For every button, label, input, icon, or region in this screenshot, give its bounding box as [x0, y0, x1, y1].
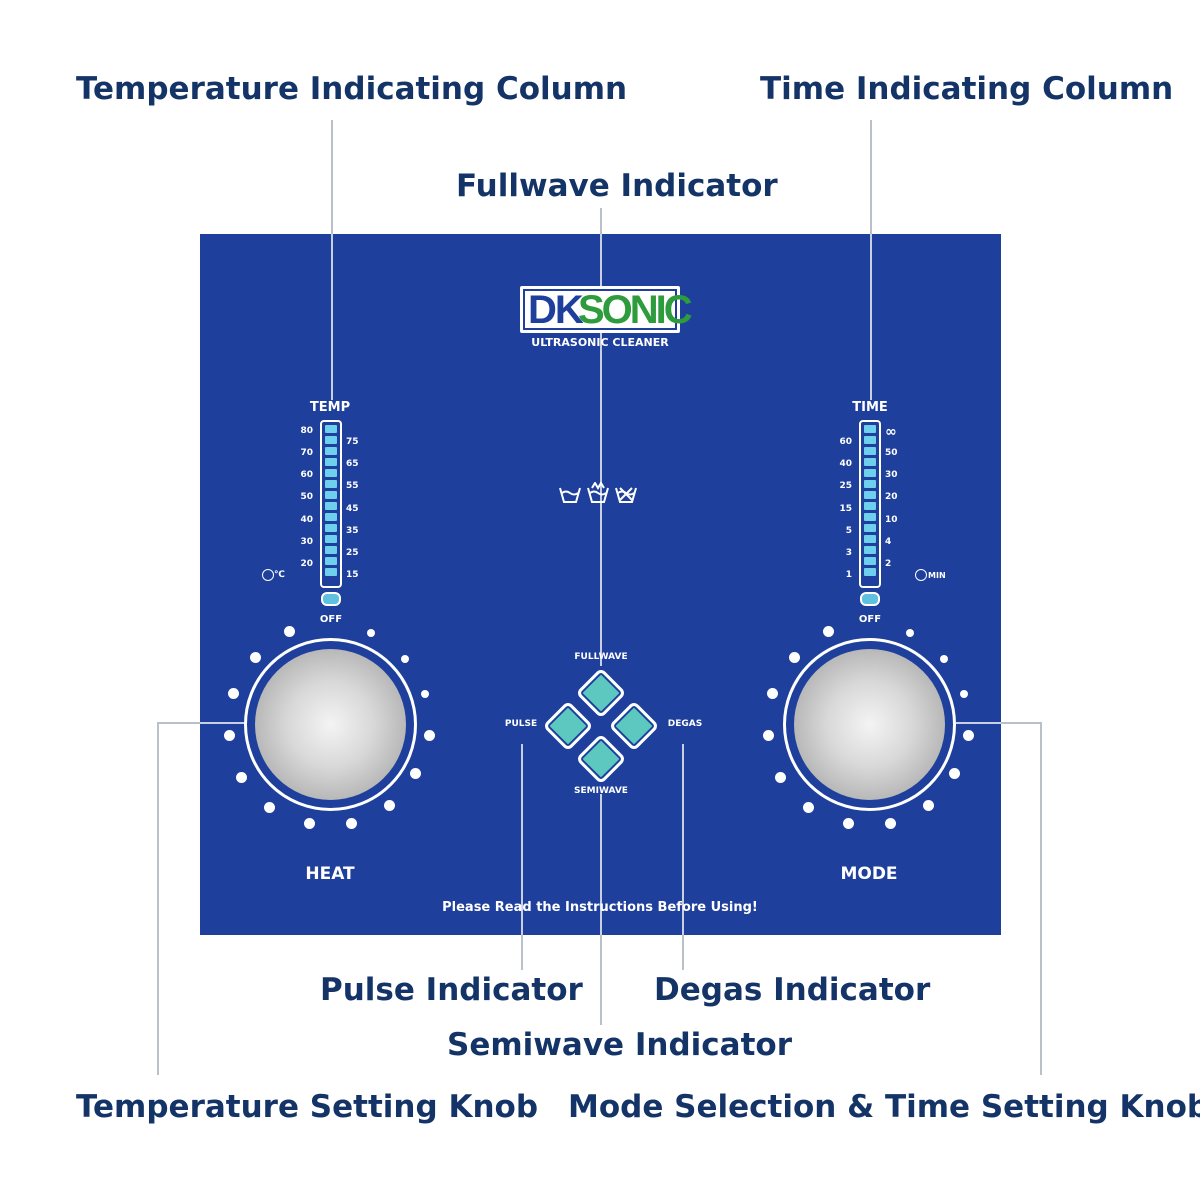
semiwave-label: SEMIWAVE	[574, 786, 628, 796]
temp-tick-50: 50	[300, 492, 313, 502]
time-tick-10: 10	[885, 515, 898, 525]
fullwave-leader	[600, 208, 602, 234]
heat-knob-ring	[244, 638, 417, 811]
mode-knob-leader-vertical	[1040, 722, 1042, 1075]
fullwave-label: FULLWAVE	[574, 652, 628, 662]
basin-icon-3	[615, 487, 637, 503]
temp-tick-20: 20	[300, 559, 313, 569]
brand-logo: DK SONIC	[520, 286, 693, 333]
time-tick-40: 40	[839, 459, 852, 469]
time-indicating-column	[859, 420, 881, 588]
temp-tick-30: 30	[300, 537, 313, 547]
time-column-leader-inner	[870, 234, 872, 400]
time-tick-15: 15	[839, 504, 852, 514]
time-tick-4: 4	[885, 537, 892, 547]
heat-label: HEAT	[305, 864, 355, 884]
temp-knob-callout: Temperature Setting Knob	[76, 1089, 539, 1125]
fullwave-button[interactable]	[575, 667, 627, 719]
temp-tick-75: 75	[346, 437, 359, 447]
temperature-setting-knob[interactable]	[255, 649, 406, 800]
time-unit: MIN	[928, 571, 946, 580]
semiwave-leader-inner	[600, 794, 602, 935]
mode-knob-leader-inner	[956, 722, 1001, 724]
pulse-leader	[521, 935, 523, 970]
temp-tick-55: 55	[346, 481, 359, 491]
temp-off-label: OFF	[319, 614, 343, 625]
degas-leader-inner	[682, 744, 684, 935]
temp-knob-leader-horizontal	[157, 722, 200, 724]
temp-column-leader	[331, 120, 333, 234]
pulse-leader-inner	[521, 744, 523, 935]
mode-knob-leader-horizontal	[1001, 722, 1042, 724]
temp-tick-25: 25	[346, 548, 359, 558]
time-tick-25: 25	[839, 481, 852, 491]
pulse-label: PULSE	[504, 719, 538, 729]
mode-label: MODE	[840, 864, 898, 884]
mode-knob-callout: Mode Selection & Time Setting Knob	[568, 1089, 1200, 1125]
temp-tick-35: 35	[346, 526, 359, 536]
semiwave-callout: Semiwave Indicator	[447, 1027, 792, 1063]
time-title: TIME	[852, 400, 888, 415]
instructions-notice: Please Read the Instructions Before Usin…	[442, 900, 758, 915]
fullwave-callout: Fullwave Indicator	[456, 168, 778, 204]
temp-column-leader-inner	[331, 234, 333, 400]
degas-button[interactable]	[608, 700, 660, 752]
time-off-label: OFF	[858, 614, 882, 625]
temp-tick-80: 80	[300, 426, 313, 436]
temp-tick-40: 40	[300, 515, 313, 525]
basin-icon-2	[587, 487, 609, 503]
time-tick-60: 60	[839, 437, 852, 447]
wash-mode-icons	[559, 482, 637, 503]
temp-column-callout: Temperature Indicating Column	[76, 71, 628, 107]
heat-dot	[424, 730, 435, 741]
time-column-leader	[870, 120, 872, 234]
semiwave-button[interactable]	[575, 733, 627, 785]
temp-title: TEMP	[309, 400, 351, 415]
degas-label: DEGAS	[667, 719, 703, 729]
mode-knob-ring	[783, 638, 956, 811]
semiwave-leader	[600, 935, 602, 1025]
brand-sonic: SONIC	[578, 288, 693, 332]
temp-tick-60: 60	[300, 470, 313, 480]
degas-callout: Degas Indicator	[654, 972, 931, 1008]
time-tick-20: 20	[885, 492, 898, 502]
temp-indicating-column	[320, 420, 342, 588]
pulse-callout: Pulse Indicator	[320, 972, 583, 1008]
temp-knob-leader-vertical	[157, 722, 159, 1075]
mode-time-setting-knob[interactable]	[794, 649, 945, 800]
time-tick-3: 3	[845, 548, 852, 558]
pulse-button[interactable]	[542, 700, 594, 752]
basin-icon-1	[559, 487, 581, 503]
brand-dk: DK	[528, 288, 584, 332]
thermometer-icon	[262, 569, 274, 581]
degas-leader	[682, 935, 684, 970]
time-tick-30: 30	[885, 470, 898, 480]
time-tick-1: 1	[845, 570, 852, 580]
time-tick-infinity: ∞	[885, 424, 897, 440]
control-panel: DK SONIC ULTRASONIC CLEANER TEMP OFF 80 …	[200, 234, 1001, 935]
time-column-callout: Time Indicating Column	[760, 71, 1174, 107]
temp-tick-70: 70	[300, 448, 313, 458]
temp-tick-65: 65	[346, 459, 359, 469]
time-tick-2: 2	[885, 559, 892, 569]
temp-knob-leader-inner	[200, 722, 245, 724]
fullwave-leader-inner	[600, 234, 602, 666]
brand-subtitle: ULTRASONIC CLEANER	[531, 336, 669, 349]
time-tick-50: 50	[885, 448, 898, 458]
temp-tick-15: 15	[346, 570, 359, 580]
clock-icon	[915, 569, 927, 581]
time-tick-5: 5	[845, 526, 852, 536]
temp-tick-45: 45	[346, 504, 359, 514]
time-off-led	[860, 592, 880, 606]
temp-unit: ℃	[274, 570, 285, 580]
temp-off-led	[321, 592, 341, 606]
